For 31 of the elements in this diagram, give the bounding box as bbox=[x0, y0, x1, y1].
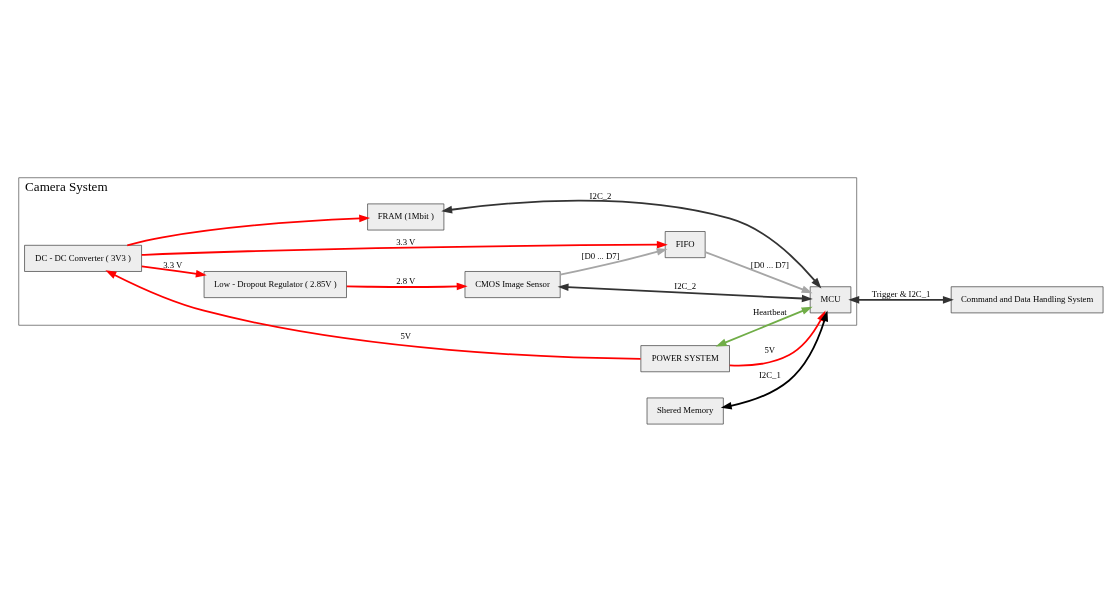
node-box: DC - DC Converter ( 3V3 ) bbox=[24, 244, 142, 272]
edge-label: 5V bbox=[764, 344, 776, 355]
node-box: FIFO bbox=[664, 231, 706, 259]
arrow bbox=[345, 282, 468, 291]
node-box: FRAM (1Mbit ) bbox=[367, 203, 445, 231]
edge-label: 3.3 V bbox=[163, 259, 183, 270]
edge-label: I2C_2 bbox=[674, 280, 697, 291]
node-box: MCU bbox=[809, 286, 852, 314]
arrow bbox=[848, 296, 954, 304]
arrow bbox=[126, 214, 371, 247]
edge-label: I2C_1 bbox=[758, 370, 781, 381]
edge-label: 5V bbox=[400, 331, 412, 342]
edge-label: Heartbeat bbox=[752, 306, 787, 317]
arrow bbox=[441, 199, 822, 289]
node-box: Low - Dropout Regulator ( 2.85V ) bbox=[203, 271, 347, 298]
arrow bbox=[559, 248, 668, 276]
node-box: Command and Data Handling System bbox=[950, 286, 1104, 314]
arrow bbox=[557, 283, 813, 303]
edge-label: Trigger & I2C_1 bbox=[871, 289, 931, 300]
edge-label: [D0 ... D7] bbox=[750, 260, 789, 271]
arrow bbox=[140, 240, 668, 256]
edge-label: 3.3 V bbox=[396, 237, 416, 248]
edge-label: I2C_2 bbox=[589, 190, 612, 201]
arrow bbox=[704, 251, 813, 294]
arrow bbox=[715, 306, 813, 347]
edge-label: 2.8 V bbox=[396, 276, 416, 287]
node-box: Shered Memory bbox=[646, 397, 724, 425]
edge-label: [D0 ... D7] bbox=[581, 250, 620, 261]
node-box: POWER SYSTEM bbox=[640, 345, 730, 373]
node-box: CMOS Image Sensor bbox=[464, 271, 561, 298]
arrow bbox=[140, 265, 207, 278]
